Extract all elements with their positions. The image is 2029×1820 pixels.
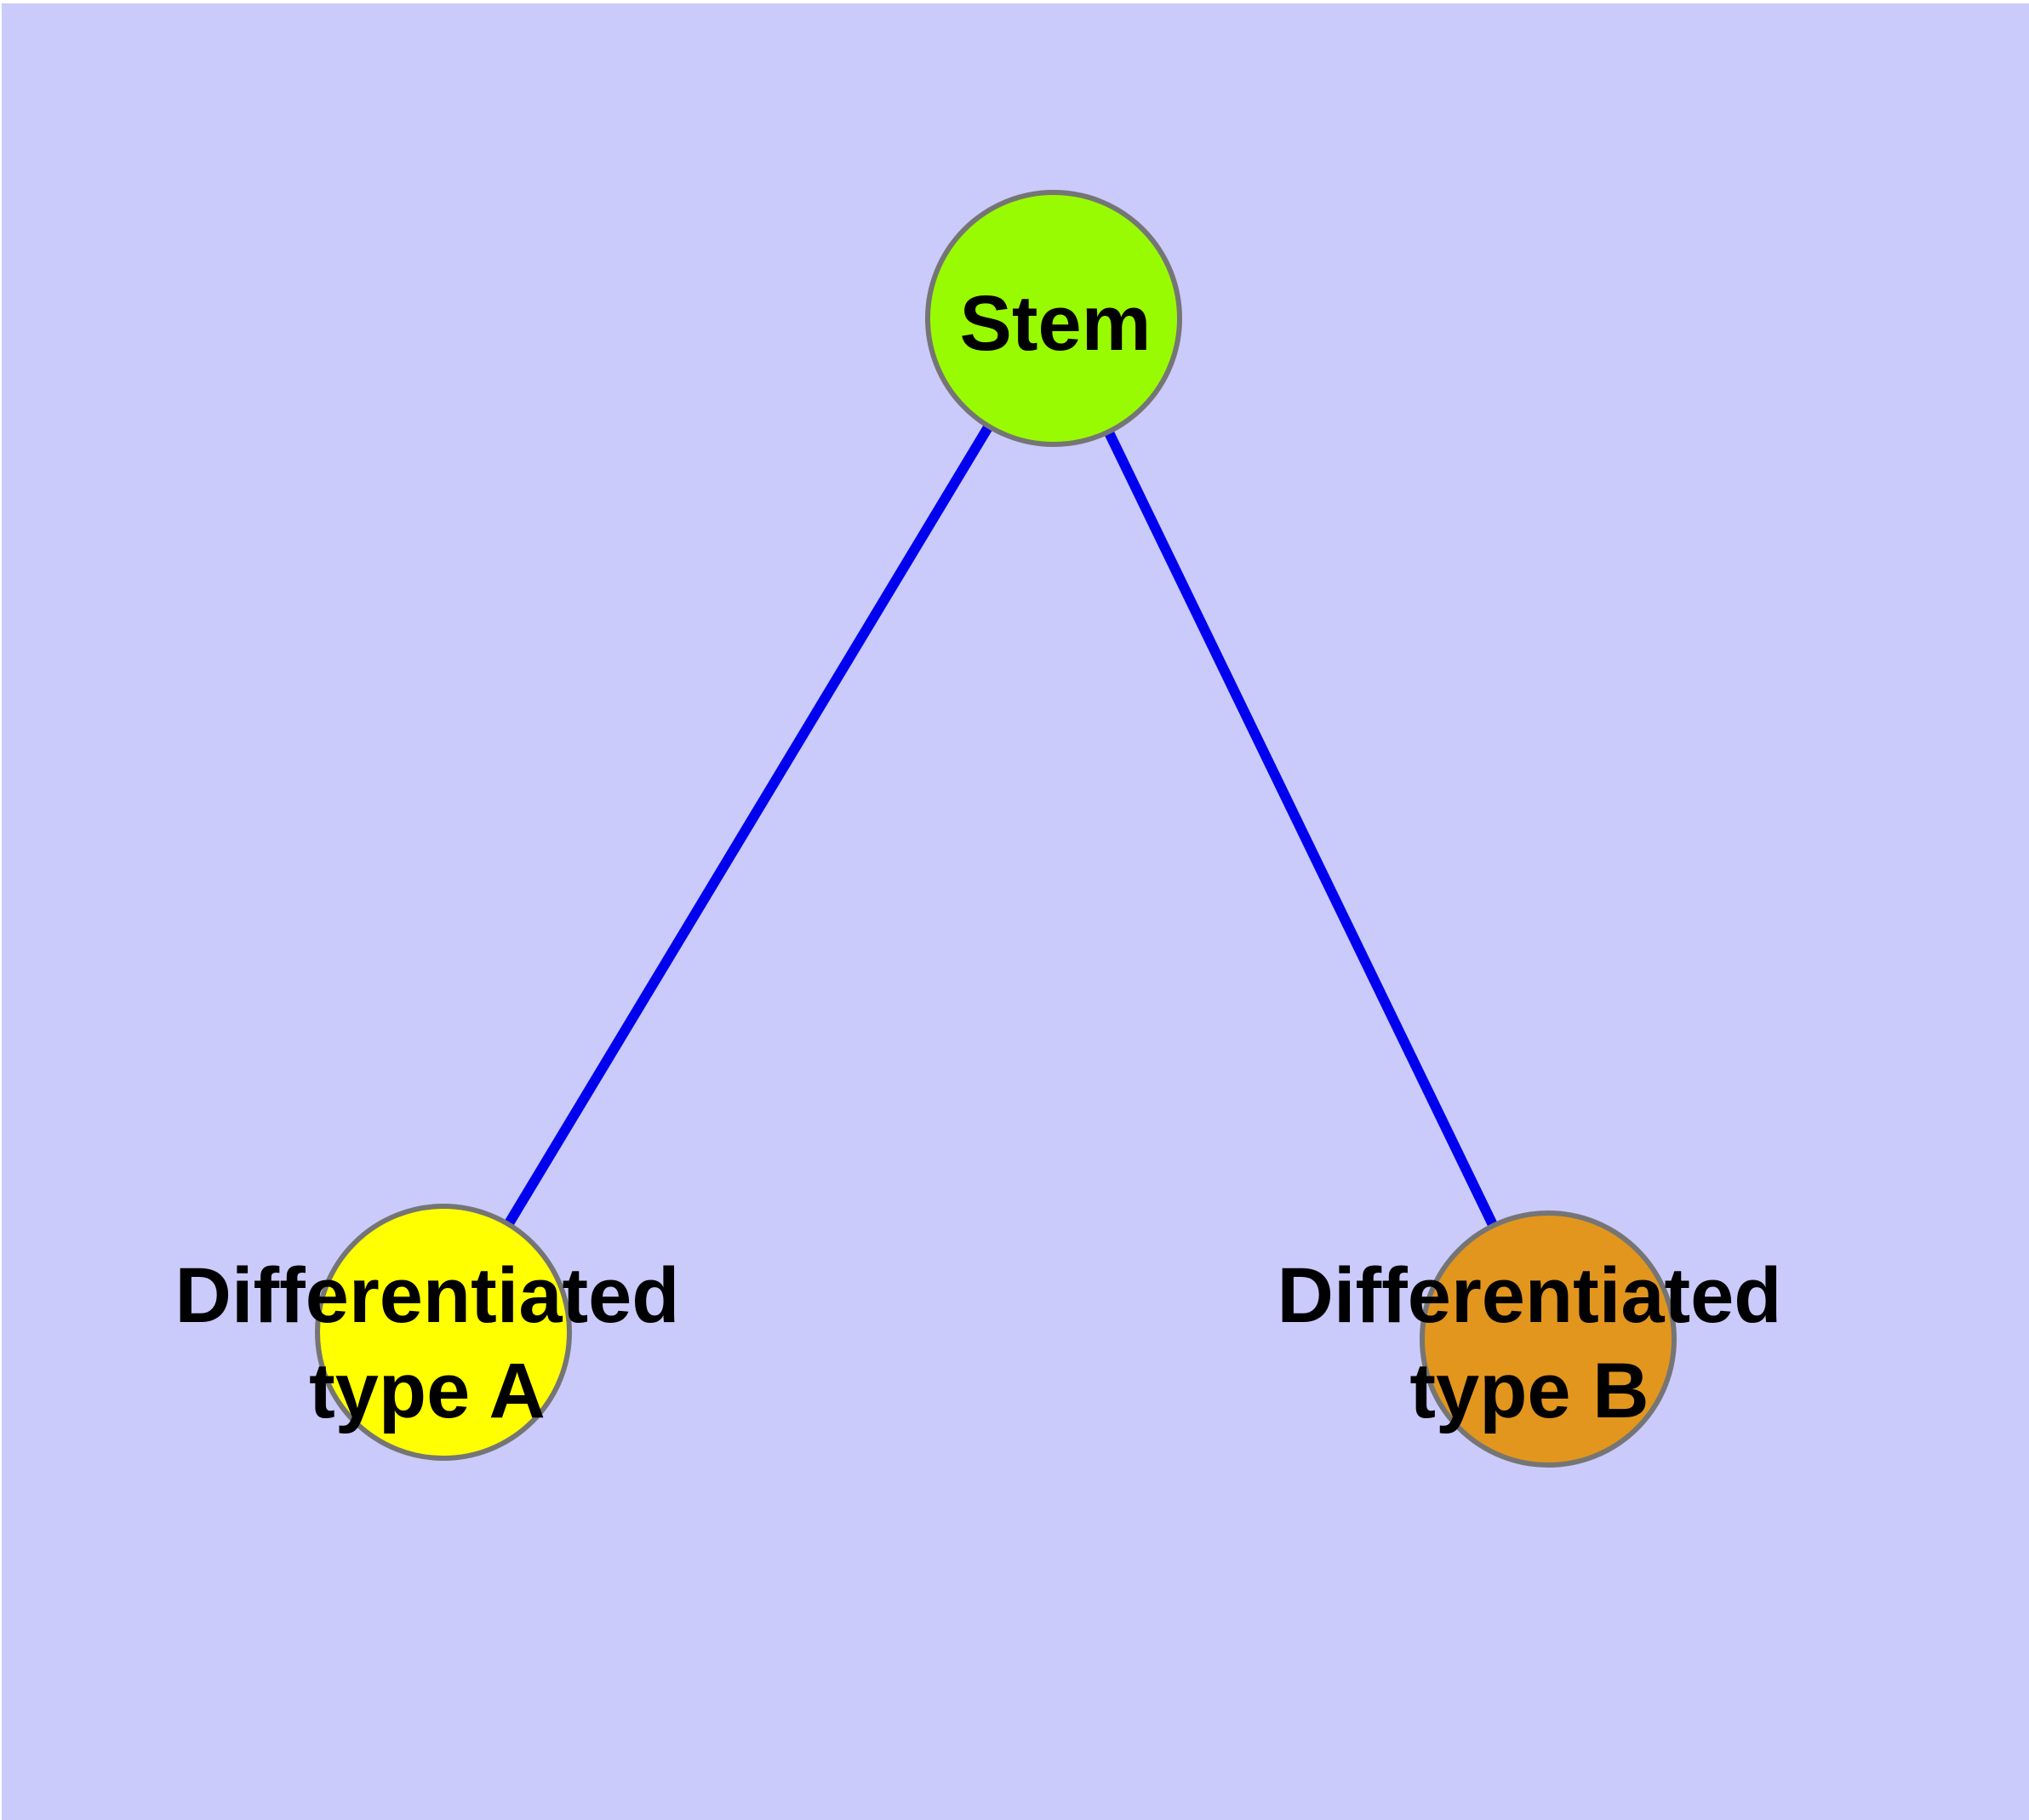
node-label-differentiated-type-b: Differentiated type B <box>1189 1248 1870 1439</box>
label-type-b-line2: type B <box>1409 1348 1649 1434</box>
edge-stem-to-type-b <box>1049 316 1553 1342</box>
canvas-top-margin <box>0 0 2029 3</box>
node-differentiated-type-b <box>1420 1210 1677 1468</box>
edge-stem-to-type-a <box>438 315 1059 1336</box>
node-stem <box>925 190 1182 447</box>
node-label-differentiated-type-a: Differentiated type A <box>87 1248 768 1439</box>
canvas-left-margin <box>0 0 2 1820</box>
label-type-a-line2: type A <box>309 1348 546 1434</box>
node-label-stem: Stem <box>959 280 1152 367</box>
label-type-a-line1: Differentiated <box>174 1252 680 1339</box>
label-type-b-line1: Differentiated <box>1277 1252 1782 1339</box>
node-differentiated-type-a <box>315 1204 572 1461</box>
